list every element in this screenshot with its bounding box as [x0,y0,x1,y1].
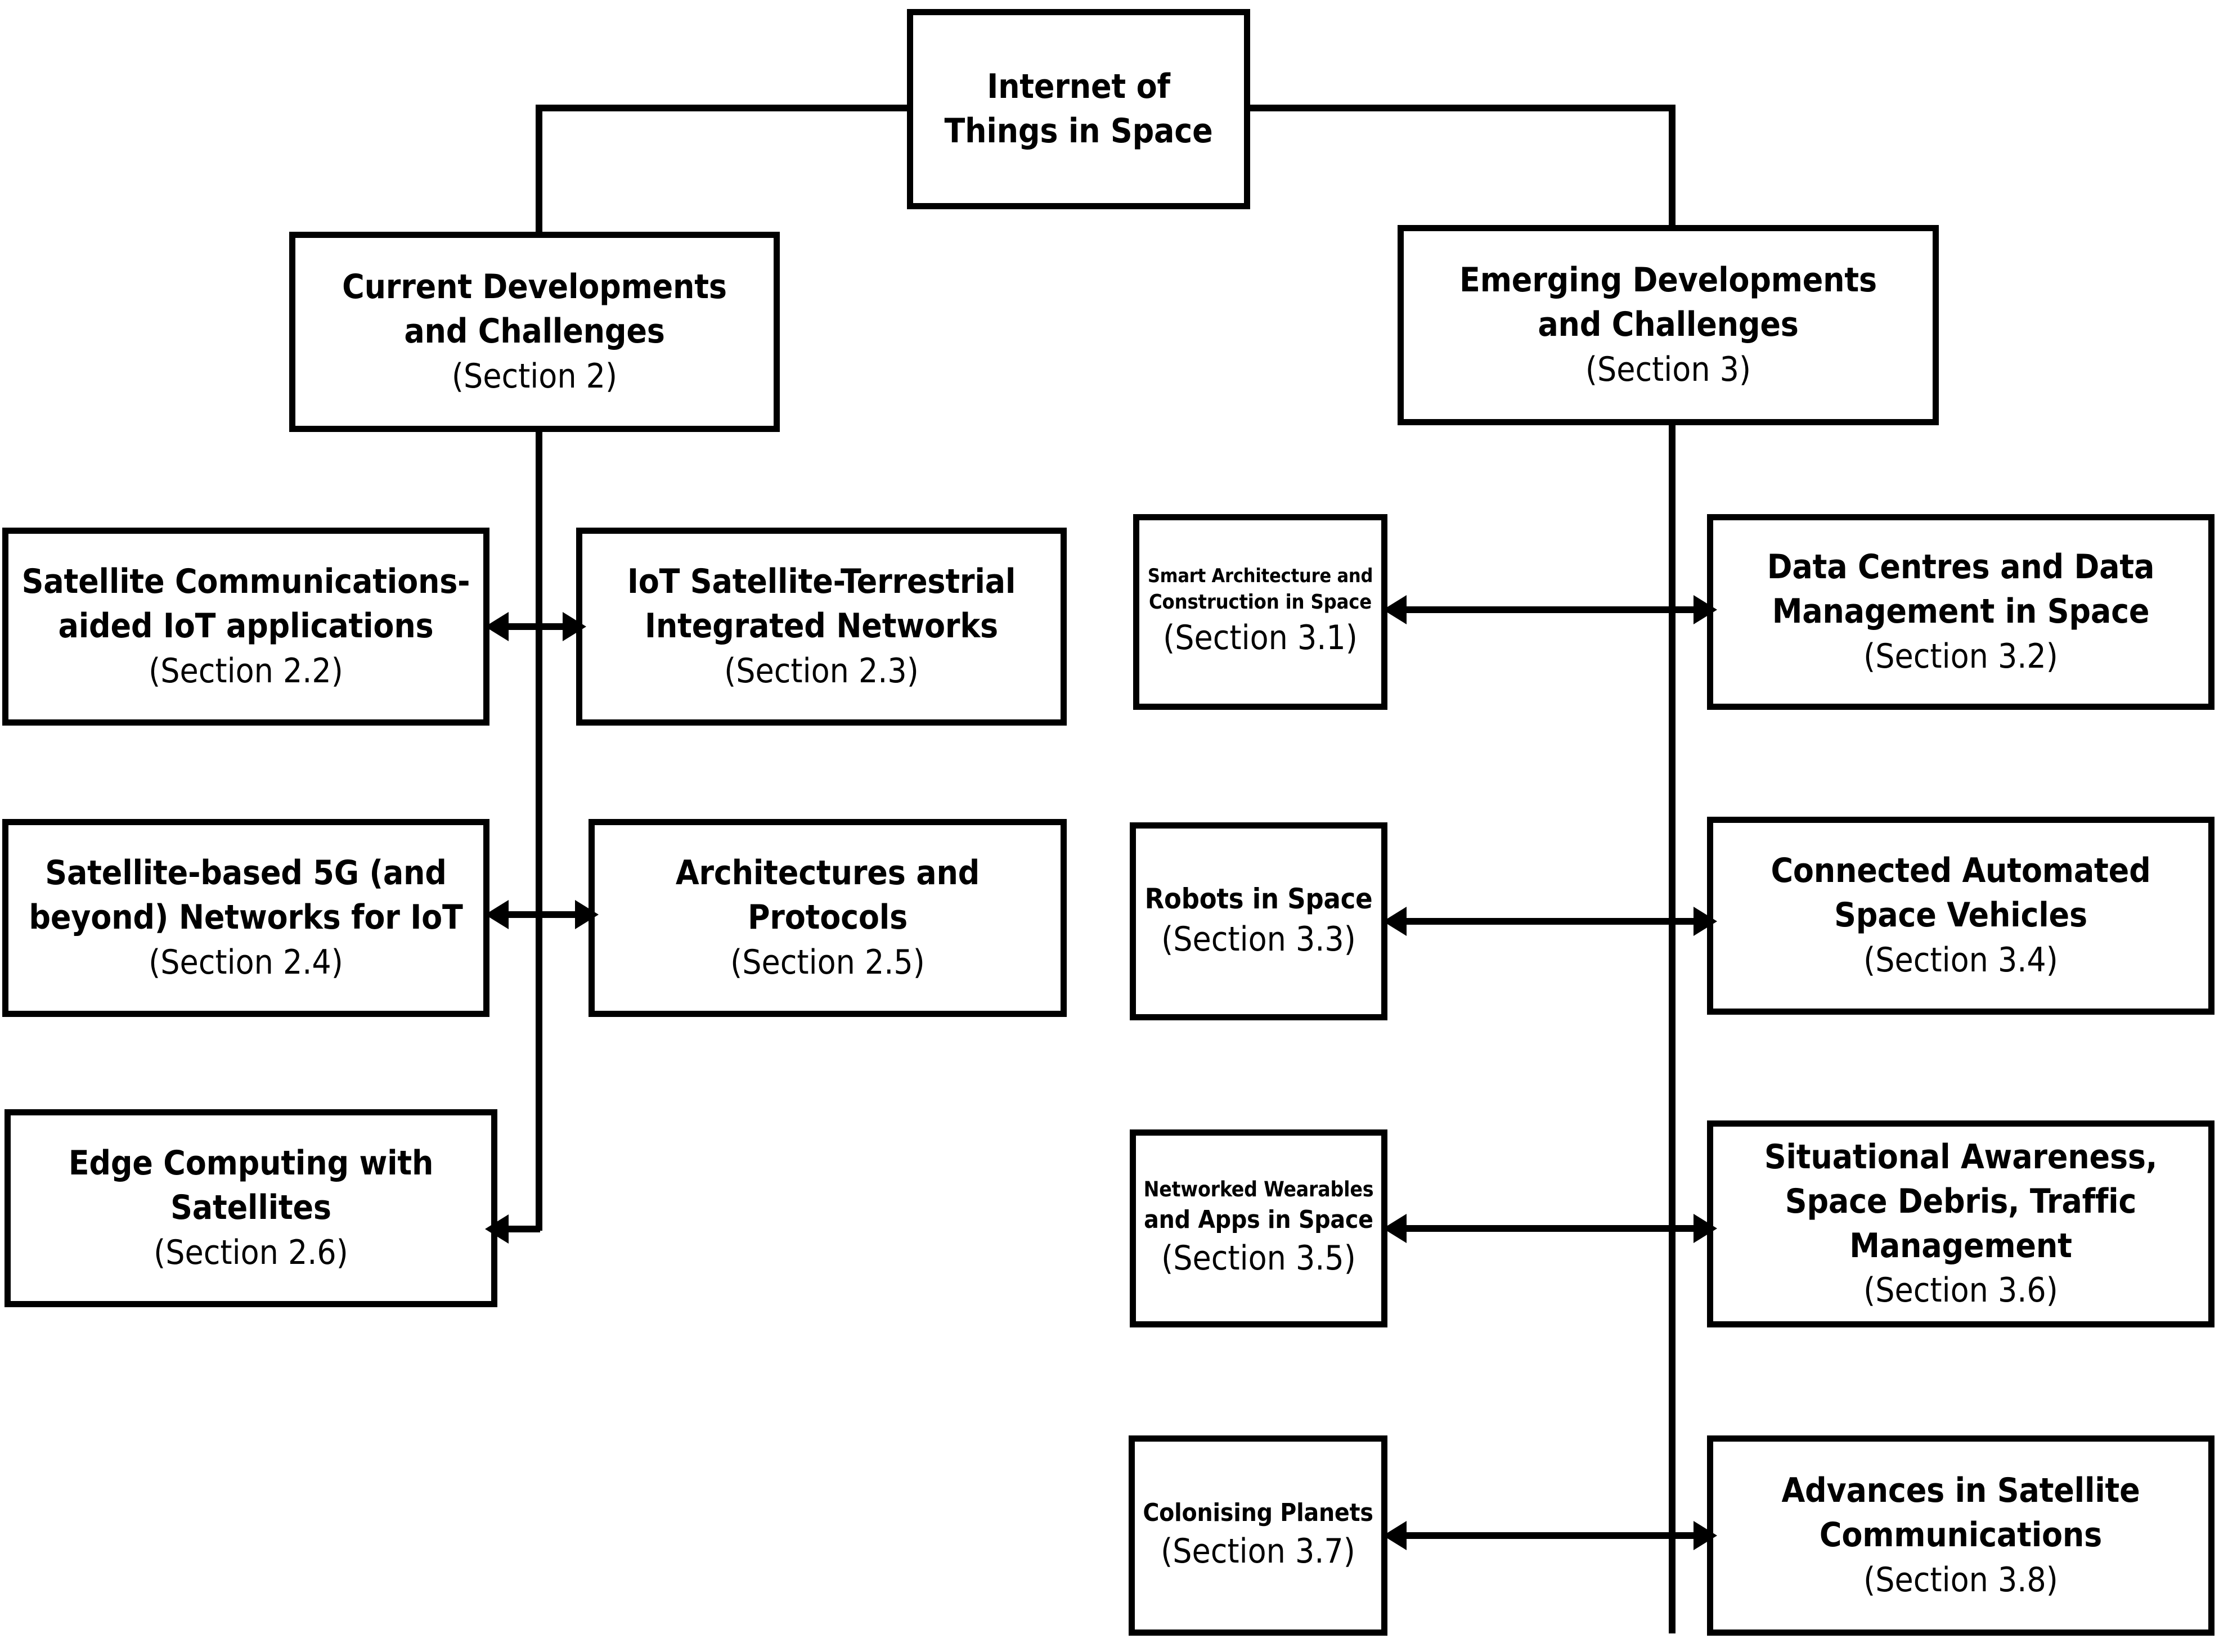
node-section-label: (Section 2.2) [149,651,343,691]
node-line: and Challenges [404,312,665,352]
node-section-label: (Section 2) [451,356,618,396]
connector-row2-left-bidirectional [495,911,595,918]
node-line: beyond) Networks for IoT [29,898,463,938]
node-line: Communications [1819,1515,2103,1555]
arrowhead-row1-right [563,612,586,641]
connector-root-to-left-vertical [536,105,542,235]
node-edge-computing-with-satellites: Edge Computing with Satellites (Section … [5,1109,497,1307]
node-line: Connected Automated [1771,851,2151,891]
node-architectures-and-protocols: Architectures and Protocols (Section 2.5… [589,819,1067,1017]
node-smart-architecture-and-construction-in-space: Smart Architecture and Construction in S… [1133,514,1387,710]
node-section-label: (Section 3.7) [1161,1532,1355,1572]
node-connected-automated-space-vehicles: Connected Automated Space Vehicles (Sect… [1707,817,2214,1015]
node-line: Current Developments [342,267,727,307]
connector-row2-right-bidirectional [1393,918,1714,925]
arrowhead-row2-right [575,900,599,929]
node-line: Space Vehicles [1834,895,2087,935]
node-line: Smart Architecture and [1147,565,1373,588]
node-section-label: (Section 3.8) [1863,1560,2058,1600]
connector-row4-right-bidirectional [1393,1532,1714,1539]
node-line: Edge Computing with [68,1144,434,1183]
connector-root-to-right-horizontal [1248,105,1676,111]
connector-root-to-right-vertical [1669,105,1676,229]
node-emerging-developments-and-challenges: Emerging Developments and Challenges (Se… [1398,225,1939,425]
node-current-developments-and-challenges: Current Developments and Challenges (Sec… [289,232,780,432]
node-line: Construction in Space [1148,591,1372,614]
arrowhead-row2-right-right [1694,907,1717,936]
node-section-label: (Section 3) [1585,349,1751,389]
node-section-label: (Section 2.4) [149,942,343,982]
node-section-label: (Section 3.3) [1161,920,1356,960]
node-line: Robots in Space [1144,883,1373,916]
node-line: Satellite-based 5G (and [45,853,447,893]
node-section-label: (Section 3.1) [1163,618,1358,658]
connector-left-branch-spine [536,431,542,1231]
arrowhead-row1-right-left [1383,595,1407,624]
node-internet-of-things-in-space: Internet of Things in Space [907,9,1250,209]
node-section-label: (Section 3.4) [1863,940,2058,980]
connector-root-to-left-horizontal [536,105,909,111]
node-line: Advances in Satellite [1781,1471,2140,1511]
node-line: and Challenges [1538,305,1799,345]
node-line: Space Debris, Traffic [1785,1181,2137,1221]
arrowhead-row1-left [485,612,509,641]
node-line: Internet of [987,66,1170,106]
node-line: aided IoT applications [58,606,434,646]
node-section-label: (Section 3.5) [1161,1238,1356,1278]
arrowhead-row2-left [485,900,509,929]
node-line: Colonising Planets [1143,1498,1373,1528]
connector-row1-right-bidirectional [1393,606,1714,613]
node-line: Networked Wearables [1143,1177,1374,1201]
node-satellite-based-5g-networks-for-iot: Satellite-based 5G (and beyond) Networks… [2,819,489,1017]
node-line: Situational Awareness, [1764,1137,2158,1177]
arrowhead-row3-right-right [1694,1214,1717,1243]
arrowhead-row4-right-right [1694,1521,1717,1550]
node-line: Architectures and [675,853,980,893]
node-line: Management [1849,1226,2072,1266]
arrowhead-into-edge-computing [485,1214,509,1244]
node-line: Management in Space [1772,592,2150,632]
node-line: Data Centres and Data [1767,547,2155,587]
node-section-label: (Section 3.2) [1863,636,2058,676]
node-section-label: (Section 2.3) [724,651,919,691]
node-iot-satellite-terrestrial-integrated-networks: IoT Satellite-Terrestrial Integrated Net… [576,528,1067,726]
node-section-label: (Section 3.6) [1863,1271,2058,1311]
connector-left-spine-to-edge-computing [505,1226,540,1232]
node-networked-wearables-and-apps-in-space: Networked Wearables and Apps in Space (S… [1130,1129,1387,1327]
connector-right-branch-spine [1669,424,1676,1633]
arrowhead-row2-right-left [1383,907,1407,936]
arrowhead-row1-right-right [1694,595,1717,624]
node-satellite-communications-aided-iot-applications: Satellite Communications- aided IoT appl… [2,528,489,726]
connector-row1-left-bidirectional [495,623,583,630]
arrowhead-row4-right-left [1383,1521,1407,1550]
node-data-centres-and-data-management-in-space: Data Centres and Data Management in Spac… [1707,514,2214,710]
node-robots-in-space: Robots in Space (Section 3.3) [1130,822,1387,1020]
node-line: and Apps in Space [1144,1205,1373,1234]
node-section-label: (Section 2.6) [154,1232,348,1272]
node-line: Satellite Communications- [21,562,470,602]
node-line: Things in Space [944,111,1213,151]
node-line: IoT Satellite-Terrestrial [627,562,1016,602]
node-line: Emerging Developments [1459,260,1877,300]
arrowhead-row3-right-left [1383,1214,1407,1243]
node-line: Integrated Networks [645,606,998,646]
node-line: Protocols [747,898,908,938]
node-situational-awareness-space-debris-traffic-management: Situational Awareness, Space Debris, Tra… [1707,1120,2214,1327]
node-advances-in-satellite-communications: Advances in Satellite Communications (Se… [1707,1435,2214,1636]
connector-row3-right-bidirectional [1393,1225,1714,1232]
node-section-label: (Section 2.5) [730,942,925,982]
node-line: Satellites [170,1188,331,1228]
node-colonising-planets: Colonising Planets (Section 3.7) [1129,1435,1387,1636]
